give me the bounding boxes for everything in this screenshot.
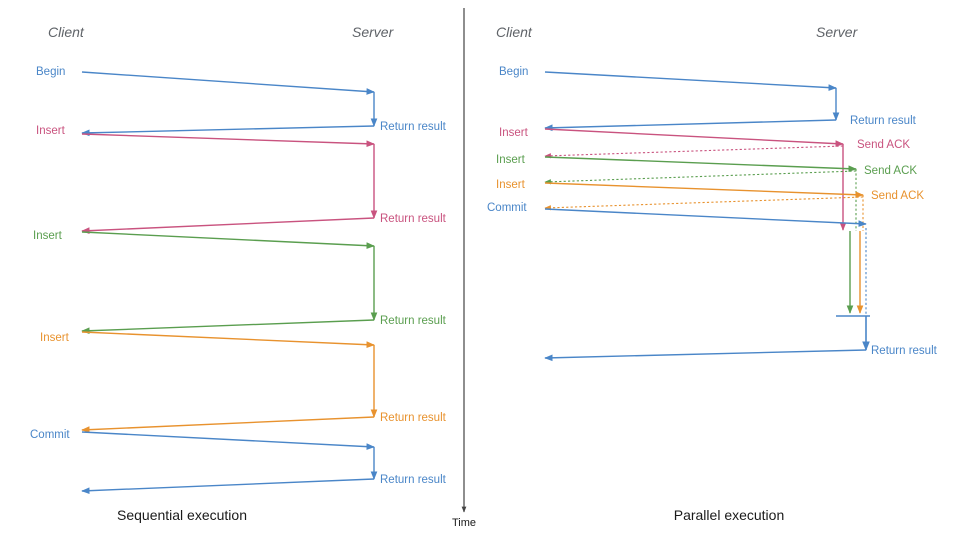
message-label-begin-return: Return result bbox=[850, 115, 917, 127]
lane-header-client: Client bbox=[48, 24, 85, 40]
message-label-insert3-request: Insert bbox=[496, 179, 526, 191]
message-label-insert2-request: Insert bbox=[496, 154, 526, 166]
message-label-commit-return: Return result bbox=[380, 474, 447, 486]
message-line-insert1-request bbox=[81, 133, 375, 148]
message-line-commit-request bbox=[544, 208, 867, 228]
message-label-insert3-return: Return result bbox=[380, 412, 447, 424]
lane-header-client: Client bbox=[496, 24, 533, 40]
message-label-begin-return: Return result bbox=[380, 121, 447, 133]
panel-caption-sequential: Sequential execution bbox=[117, 507, 247, 523]
time-axis-label: Time bbox=[452, 517, 476, 529]
message-line-insert1-request bbox=[544, 128, 844, 147]
panel-caption-parallel: Parallel execution bbox=[674, 507, 785, 523]
message-line-insert3-ack bbox=[544, 196, 864, 211]
message-label-begin-request: Begin bbox=[499, 66, 528, 78]
message-line-insert1-ack bbox=[544, 145, 844, 159]
message-line-insert3-request bbox=[544, 182, 864, 199]
message-label-insert1-ack: Send ACK bbox=[857, 139, 910, 151]
message-label-insert2-request: Insert bbox=[33, 230, 63, 242]
message-label-insert1-request: Insert bbox=[36, 125, 66, 137]
message-label-commit-return: Return result bbox=[871, 345, 938, 357]
lane-header-server: Server bbox=[352, 24, 395, 40]
message-label-insert3-request: Insert bbox=[40, 332, 70, 344]
lane-header-server: Server bbox=[816, 24, 859, 40]
message-line-insert2-ack bbox=[544, 170, 857, 185]
time-axis-layer: Time bbox=[452, 8, 476, 529]
message-line-insert2-return bbox=[81, 319, 375, 335]
message-line-begin-return bbox=[544, 119, 837, 132]
message-line-insert1-return bbox=[81, 217, 375, 235]
message-line-commit-return bbox=[544, 349, 867, 362]
message-line-insert2-request bbox=[544, 156, 857, 173]
message-label-insert2-return: Return result bbox=[380, 315, 447, 327]
message-line-begin-return bbox=[81, 125, 375, 137]
message-line-commit-request bbox=[81, 431, 375, 450]
message-label-insert1-return: Return result bbox=[380, 213, 447, 225]
time-axis: Time bbox=[452, 8, 476, 529]
message-line-insert2-request bbox=[81, 231, 375, 249]
message-line-begin-request bbox=[544, 71, 837, 91]
message-line-commit-return bbox=[81, 478, 375, 495]
message-line-begin-request bbox=[81, 71, 375, 95]
message-line-insert3-return bbox=[81, 416, 375, 434]
message-label-commit-request: Commit bbox=[30, 429, 70, 441]
message-line-insert3-request bbox=[81, 331, 375, 349]
message-label-insert3-ack: Send ACK bbox=[871, 190, 924, 202]
message-label-insert1-request: Insert bbox=[499, 127, 529, 139]
message-label-commit-request: Commit bbox=[487, 202, 527, 214]
message-label-insert2-ack: Send ACK bbox=[864, 165, 917, 177]
message-label-begin-request: Begin bbox=[36, 66, 65, 78]
